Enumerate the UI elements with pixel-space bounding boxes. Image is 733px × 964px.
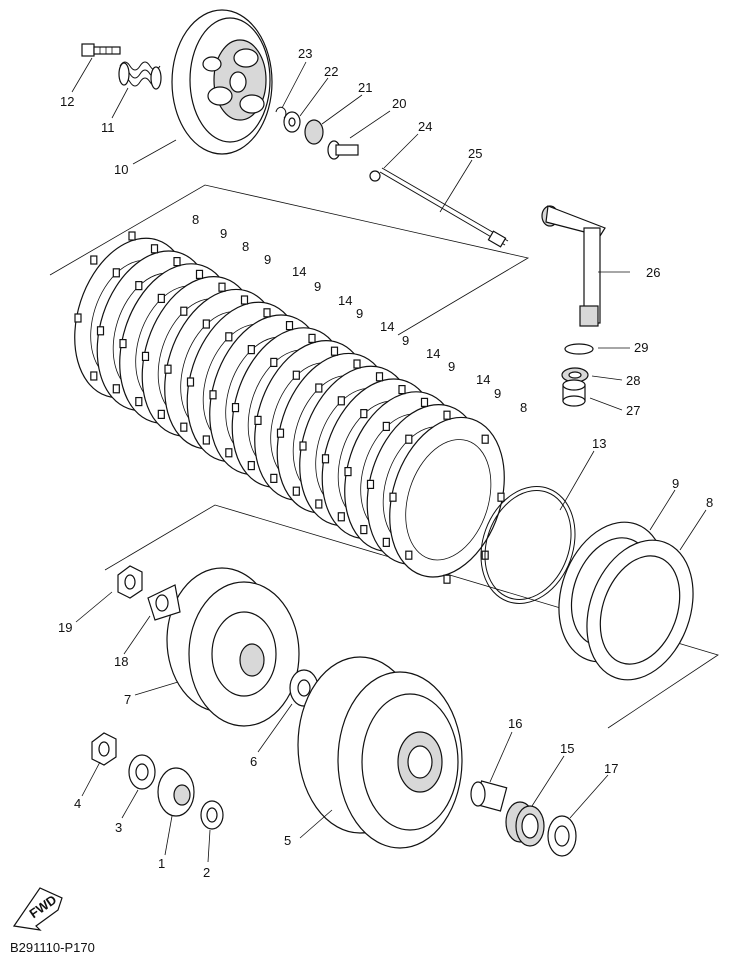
clutch-spring [118,61,162,90]
spring-bolt [81,43,121,57]
washer-3 [128,754,156,790]
callout-17: 17 [604,761,618,776]
bearing-21 [304,119,324,145]
bearing-27 [562,379,586,407]
callout-9d: 9 [356,306,363,321]
pressure-plate [171,9,273,155]
callout-25: 25 [468,146,482,161]
callout-9e: 9 [402,333,409,348]
callout-27: 27 [626,403,640,418]
callout-22: 22 [324,64,338,79]
callout-23: 23 [298,46,312,61]
washer-22-hole [288,117,296,127]
callout-1: 1 [158,856,165,871]
upper-group-frame [49,184,530,336]
push-lever-shaft [541,205,606,327]
callout-8a: 8 [192,212,199,227]
callout-13: 13 [592,436,606,451]
callout-11: 11 [101,120,115,135]
collar-2 [200,800,224,830]
callout-8b: 8 [242,239,249,254]
callout-20: 20 [392,96,406,111]
callout-9c: 9 [314,279,321,294]
nut-4 [91,732,117,766]
callout-9f: 9 [448,359,455,374]
callout-2: 2 [203,865,210,880]
friction-plate-stack [74,231,505,584]
callout-7: 7 [124,692,131,707]
callout-9a: 9 [220,226,227,241]
callout-9b: 9 [264,252,271,267]
callout-12: 12 [60,94,74,109]
diagram-code: B291110-P170 [10,940,95,955]
ball-24 [369,170,381,182]
callout-14c: 14 [380,319,394,334]
needle-bearing-15 [505,801,545,847]
callout-14a: 14 [292,264,306,279]
callout-6: 6 [250,754,257,769]
clip-29 [564,343,594,355]
callout-28: 28 [626,373,640,388]
plate-8-separate [586,539,694,681]
callout-3: 3 [115,820,122,835]
callout-14e: 14 [476,372,490,387]
callout-8c: 8 [520,400,527,415]
clutch-housing-5 [297,656,463,849]
leader-lines [71,57,707,863]
callout-5: 5 [284,833,291,848]
callout-16: 16 [508,716,522,731]
callout-29: 29 [634,340,648,355]
callout-18: 18 [114,654,128,669]
callout-labels: 12 11 10 23 22 21 20 24 25 26 29 28 27 8… [58,46,713,880]
callout-14b: 14 [338,293,352,308]
gear-1 [157,767,195,817]
callout-15: 15 [560,741,574,756]
oil-seal-28 [561,367,589,383]
push-rod-25 [379,167,509,248]
fwd-arrow-icon [12,887,63,931]
nut-19 [117,565,143,599]
callout-9g: 9 [494,386,501,401]
circlip [275,106,287,119]
lower-group-frame [104,504,719,729]
callout-9h: 9 [672,476,679,491]
callout-19: 19 [58,620,72,635]
callout-14d: 14 [426,346,440,361]
lock-washer-18-hole [155,594,169,612]
callout-21: 21 [358,80,372,95]
washer-17 [547,815,577,857]
spacer-16 [470,780,508,812]
clutch-boss-7 [166,567,300,727]
cushion-ring [480,486,576,604]
callout-8d: 8 [706,495,713,510]
callout-4: 4 [74,796,81,811]
callout-24: 24 [418,119,432,134]
push-rod-20 [327,140,359,160]
callout-10: 10 [114,162,128,177]
callout-26: 26 [646,265,660,280]
